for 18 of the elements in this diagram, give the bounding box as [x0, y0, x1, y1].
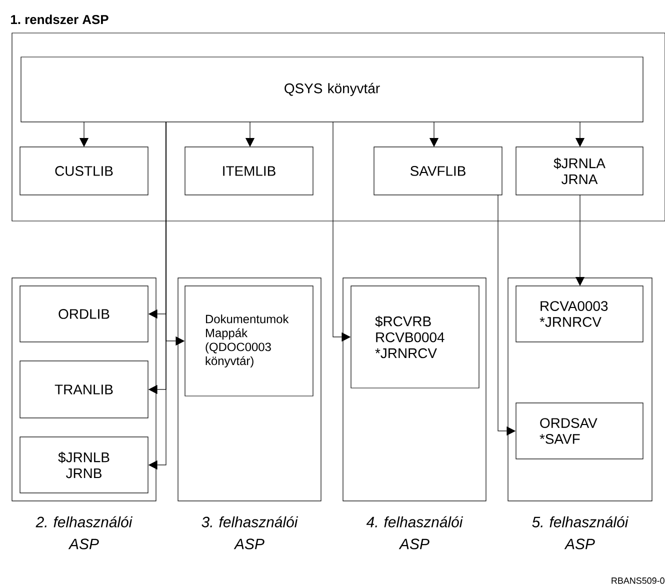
library-box: QSYS könyvtár	[20, 56, 644, 122]
asp-title: 1. rendszer ASP	[11, 14, 108, 24]
asp-caption: 4. felhasználói ASP	[366, 516, 463, 550]
asp-caption: 3. felhasználói ASP	[202, 516, 298, 550]
library-box: RCVA0003 *JRNRCV	[516, 286, 644, 342]
library-box: Dokumentumok Mappák (QDOC0003 könyvtár)	[184, 286, 314, 396]
library-box: TRANLIB	[20, 360, 148, 418]
library-box: CUSTLIB	[20, 146, 148, 196]
figure-id: RBANS509-0	[612, 577, 664, 584]
asp-caption: 5. felhasználói ASP	[532, 516, 628, 550]
asp-caption: 2. felhasználói ASP	[36, 516, 132, 550]
library-box: $RCVRB RCVB0004 *JRNRCV	[350, 286, 480, 388]
library-box: $JRNLA JRNA	[516, 146, 644, 196]
library-box: ITEMLIB	[184, 146, 314, 196]
library-box: ORDSAV *SAVF	[516, 402, 644, 460]
library-box: ORDLIB	[20, 286, 148, 342]
library-box: SAVFLIB	[374, 146, 502, 196]
library-box: $JRNLB JRNB	[20, 436, 148, 494]
